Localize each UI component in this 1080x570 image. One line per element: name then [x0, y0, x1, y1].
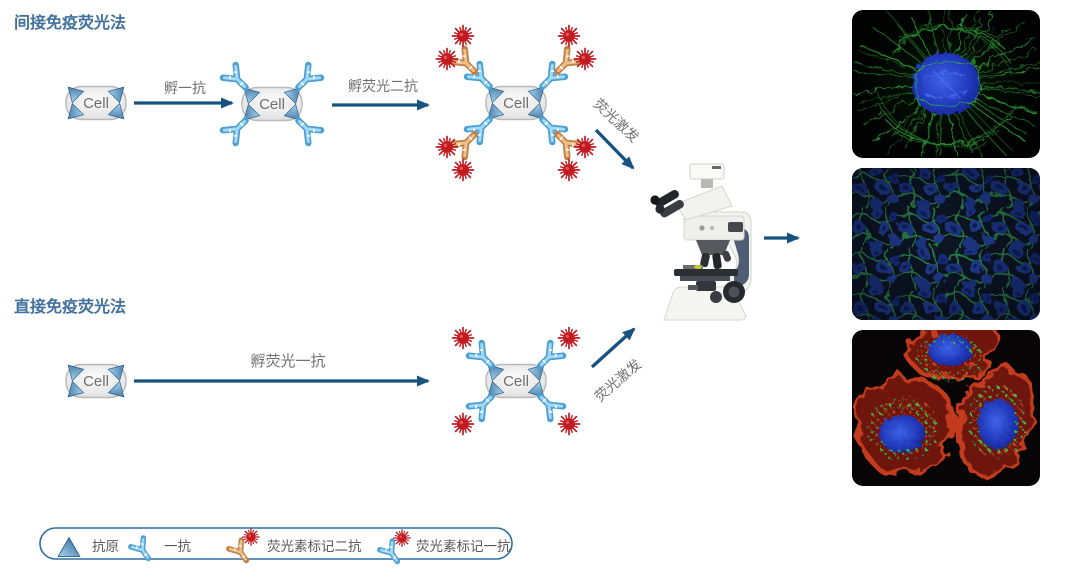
- legend-item-fluor-secondary: 荧光素标记二抗: [229, 528, 362, 565]
- arrow-fluorescence-excitation-indirect: [594, 128, 635, 170]
- legend-item-fluor-primary: 荧光素标记一抗: [380, 529, 511, 566]
- cell-label: Cell: [83, 373, 109, 390]
- cell-antigen-direct: Cell: [62, 359, 129, 402]
- cell-label: Cell: [83, 95, 109, 112]
- micrograph-green-filament-cell: [852, 10, 1040, 158]
- cell-label: Cell: [503, 95, 529, 112]
- cell-with-primary-antibody: Cell: [223, 65, 321, 143]
- arrow-fluorescence-excitation-direct: [590, 327, 636, 369]
- legend-item-antigen: 抗原: [57, 537, 119, 557]
- legend-label: 一抗: [164, 539, 191, 554]
- step-label-incubate-fluorescent-primary: 孵荧光一抗: [250, 353, 325, 370]
- fluorescence-microscope-illustration: [650, 163, 752, 321]
- legend-label: 荧光素标记二抗: [267, 539, 362, 554]
- cell-label: Cell: [259, 96, 285, 113]
- step-label-incubate-fluorescent-secondary: 孵荧光二抗: [348, 78, 418, 94]
- cell-label: Cell: [503, 373, 529, 390]
- step-label-excitation-indirect: 荧光激发: [590, 95, 642, 145]
- step-label-incubate-primary: 孵一抗: [164, 80, 206, 96]
- cell-with-fluorescent-secondary-antibody: Cell: [437, 26, 596, 181]
- section-title-indirect: 间接免疫荧光法: [14, 13, 126, 32]
- legend-item-primary-antibody: 一抗: [131, 538, 191, 563]
- legend-label: 荧光素标记一抗: [416, 539, 511, 554]
- section-title-direct: 直接免疫荧光法: [14, 297, 126, 316]
- fluorophore-icon: [393, 529, 411, 547]
- cell-with-fluorescent-primary-antibody: Cell: [453, 328, 580, 435]
- cell-antigen-indirect: Cell: [62, 81, 129, 124]
- fluorophore-icon: [242, 528, 260, 546]
- micrograph-red-membrane-cells: [852, 330, 1040, 486]
- legend-label: 抗原: [92, 539, 119, 554]
- step-label-excitation-direct: 荧光激发: [591, 356, 644, 405]
- micrograph-cell-monolayer: [852, 168, 1040, 320]
- legend: 抗原 一抗 荧光素标记二抗 荧光素标记一抗: [39, 527, 513, 566]
